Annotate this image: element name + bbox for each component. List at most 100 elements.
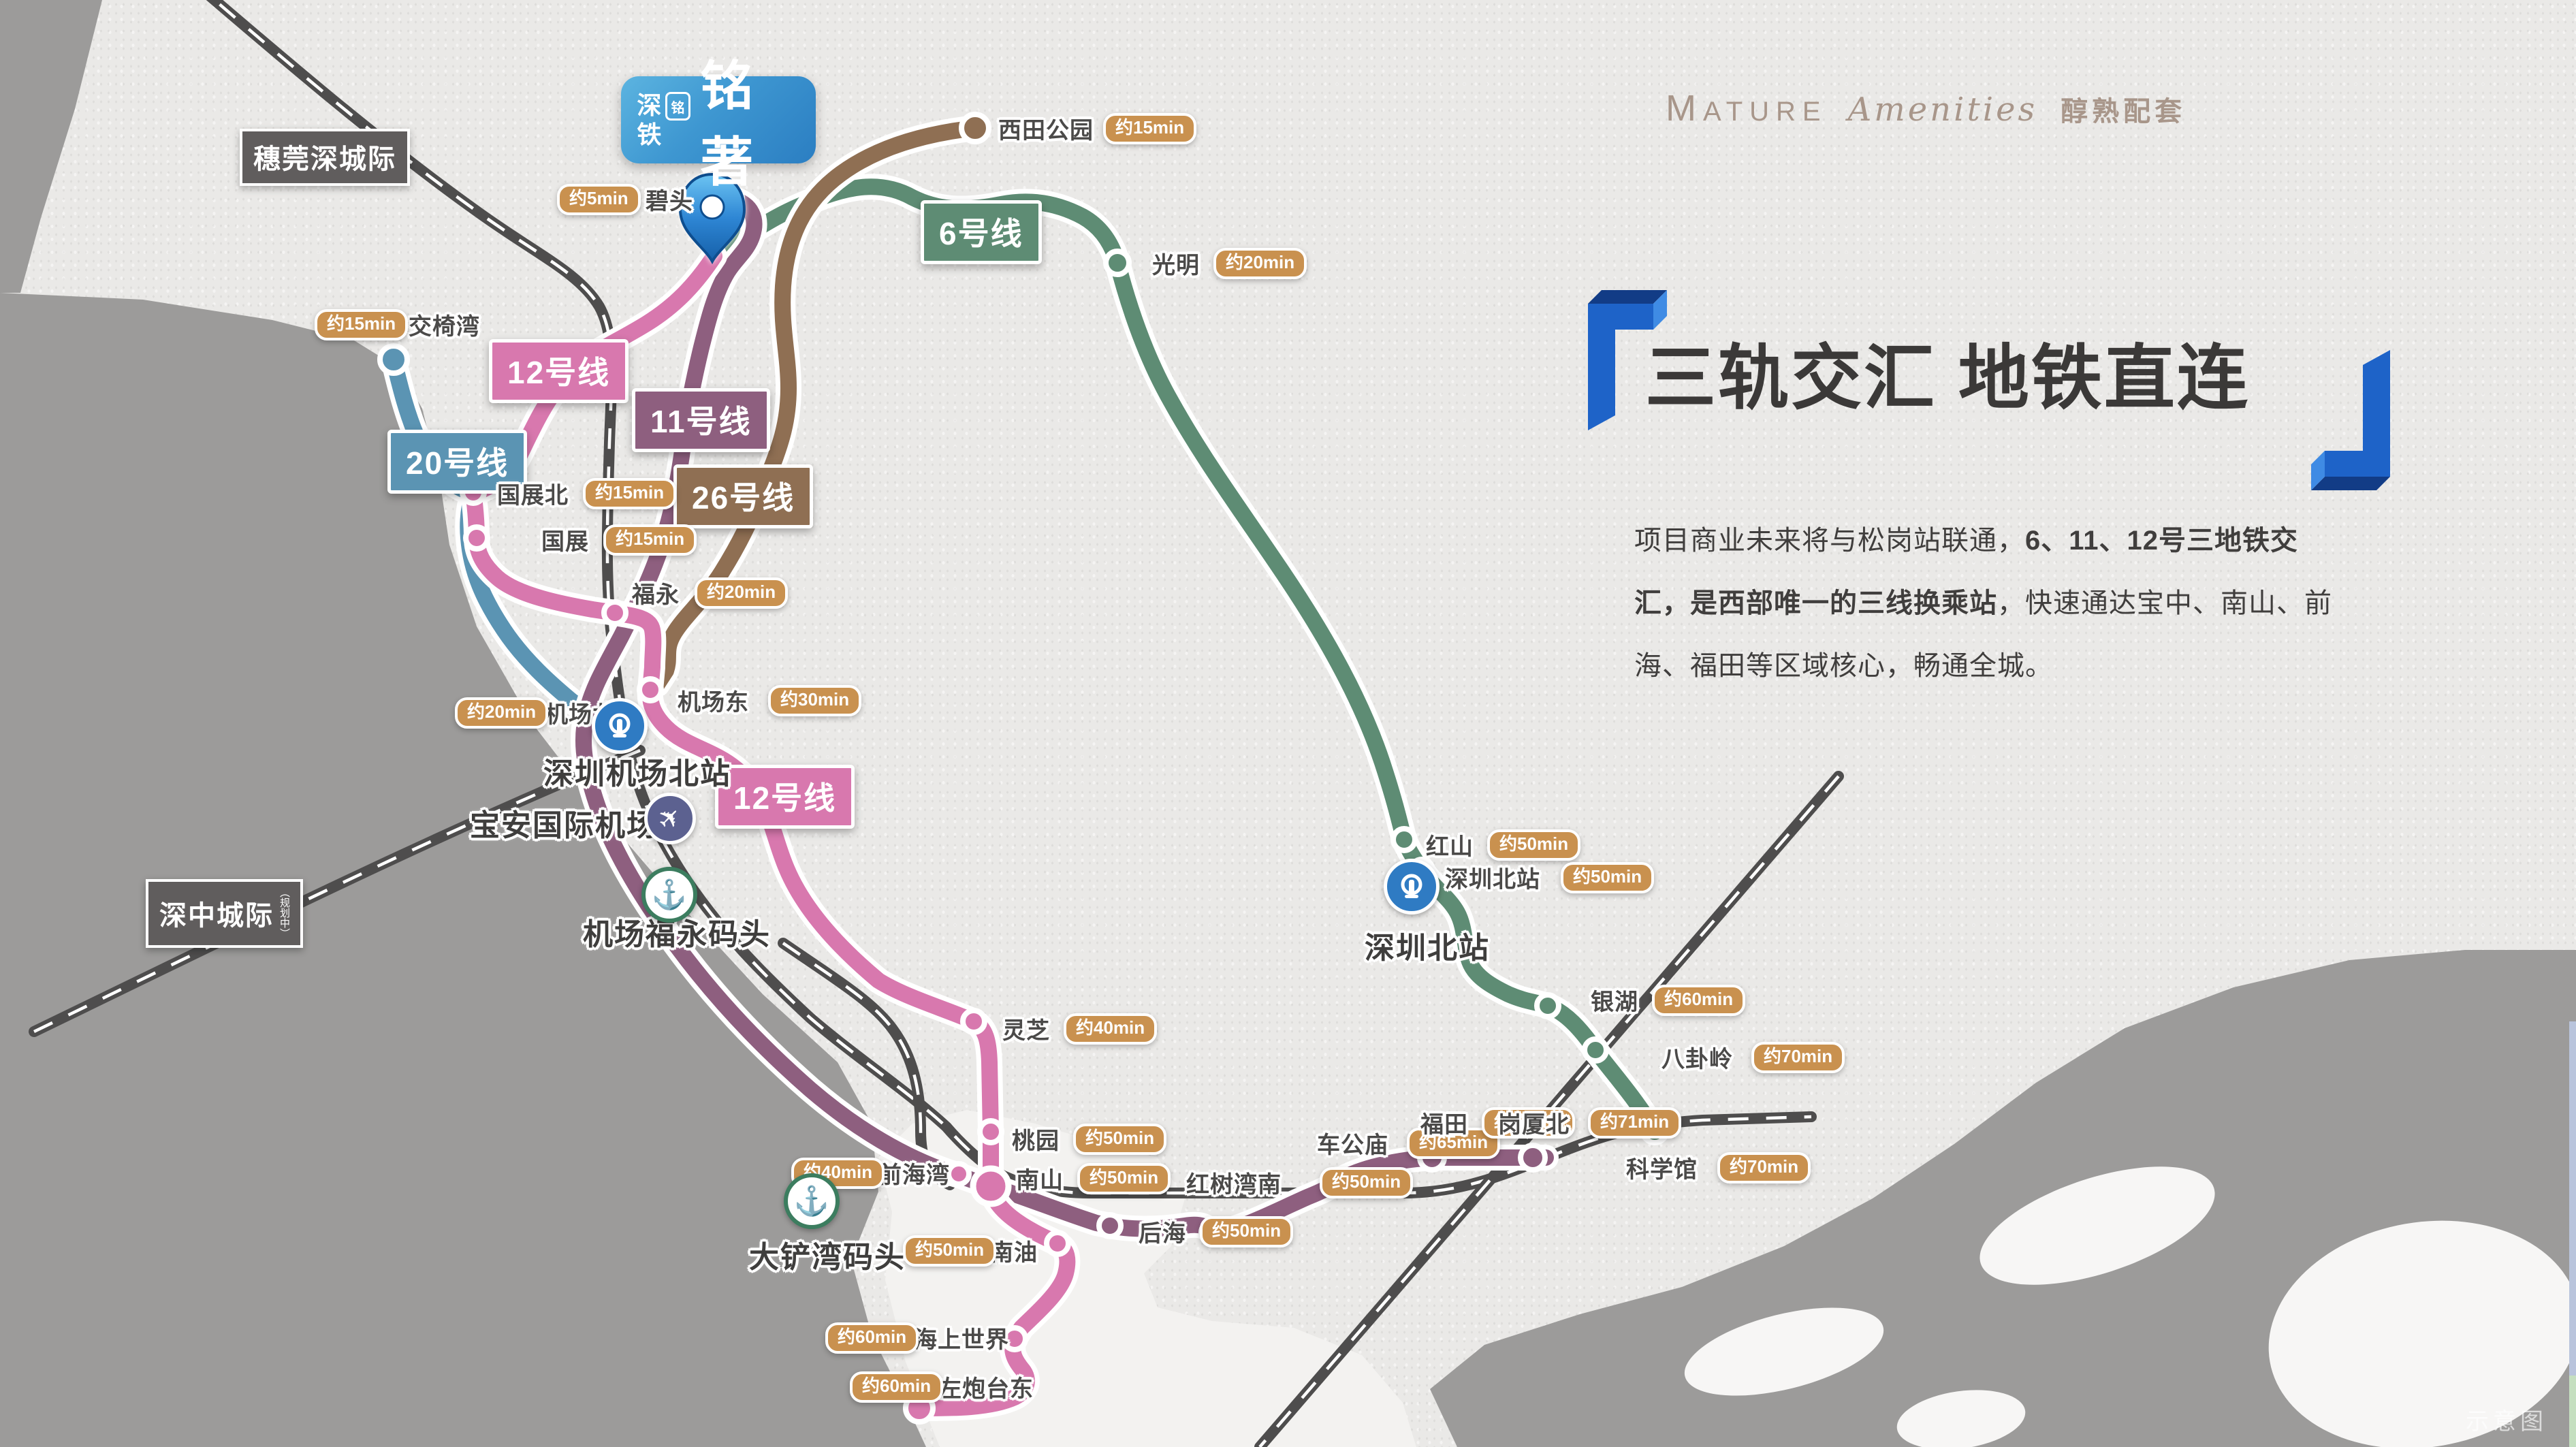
station-label: 国展北	[497, 483, 569, 509]
page-title: 三轨交汇 地铁直连	[1645, 339, 2250, 418]
time-badge: 约50min	[1561, 862, 1655, 893]
station-dot	[1096, 1212, 1124, 1239]
rail-box-text: 穗莞深城际	[253, 144, 396, 174]
paragraph-segment-2: ，快速通达宝中、南山、前海、福田等区域核心，畅通全城。	[1634, 588, 2332, 681]
time-badge: 约15min	[315, 309, 409, 340]
station-label: 交椅湾	[409, 314, 480, 340]
time-badge: 约60min	[825, 1322, 919, 1354]
station-dot	[959, 112, 991, 144]
time-badge: 约70min	[1751, 1042, 1845, 1073]
time-badge: 约50min	[1487, 829, 1581, 861]
time-badge: 约50min	[1200, 1216, 1294, 1247]
time-badge: 约15min	[1103, 113, 1197, 144]
time-badge: 约50min	[1077, 1163, 1171, 1194]
station-label: 深圳北站	[1445, 867, 1540, 893]
intercity-rail-label: 深中城际 （规划中）	[146, 879, 303, 948]
station-dot	[601, 599, 629, 626]
rail-box-text: 深中城际	[159, 900, 274, 931]
time-badge: 约30min	[768, 685, 862, 716]
station-dot	[960, 1008, 987, 1035]
station-label: 灵芝	[1002, 1018, 1050, 1044]
time-badge: 约60min	[850, 1371, 944, 1403]
header-english: MATURE	[1666, 88, 1828, 129]
time-badge: 约60min	[1652, 985, 1746, 1016]
station-label: 西田公园	[998, 118, 1094, 144]
watermark: 示意图	[2466, 1409, 2547, 1435]
header-chinese: 醇熟配套	[2061, 97, 2187, 127]
station-label: 南山	[1016, 1168, 1064, 1194]
station-dot	[1001, 1325, 1028, 1352]
rail-box-suffix: （规划中）	[279, 887, 290, 938]
station-dot	[1582, 1036, 1609, 1064]
line-badge: 11号线	[632, 388, 770, 452]
time-badge: 约15min	[603, 524, 697, 556]
time-badge: 约71min	[1588, 1107, 1682, 1139]
project-location-pin	[678, 172, 746, 265]
right-edge-strip-green	[2569, 1376, 2576, 1447]
time-badge: 约20min	[695, 577, 789, 609]
line-badge: 20号线	[387, 430, 528, 494]
station-label: 机场东	[678, 690, 749, 716]
poi-label: 大铲湾码头	[749, 1241, 906, 1274]
station-label: 银湖	[1591, 989, 1638, 1015]
station-label: 南油	[990, 1240, 1038, 1266]
poi-label: 宝安国际机场	[470, 809, 658, 842]
station-label: 八卦岭	[1661, 1047, 1733, 1072]
poi-label: 深圳机场北站	[543, 757, 731, 791]
line-badge: 12号线	[489, 339, 629, 403]
anchor-icon: ⚓	[641, 867, 697, 923]
bracket-bottom-right-icon	[2311, 350, 2390, 490]
time-badge: 约70min	[1717, 1152, 1811, 1183]
shenzhong-intercity-dashes	[33, 748, 641, 1034]
station-dot	[637, 676, 664, 703]
airplane-icon: ✈	[644, 793, 696, 844]
time-badge: 约50min	[1320, 1167, 1414, 1198]
station-dot	[1390, 826, 1418, 853]
logo-brand: 深铁	[637, 91, 662, 148]
time-badge: 约40min	[1064, 1013, 1158, 1045]
station-dot	[977, 1118, 1004, 1145]
bracket-top-left-icon	[1588, 290, 1667, 430]
station-dot	[377, 343, 410, 376]
poi-label: 深圳北站	[1365, 932, 1490, 965]
time-badge: 约20min	[455, 697, 549, 729]
anchor-icon: ⚓	[784, 1173, 840, 1229]
station-dot	[946, 1161, 972, 1187]
project-logo: 深铁 铭 铭著	[621, 56, 816, 192]
line-badge: 12号线	[715, 765, 855, 829]
station-dot	[1044, 1230, 1071, 1257]
intercity-rail-label: 穗莞深城际	[240, 129, 410, 186]
station-dot	[463, 524, 490, 552]
station-dot	[1534, 992, 1561, 1019]
station-label: 碧头	[646, 189, 693, 214]
railway-icon	[1384, 859, 1440, 915]
station-label: 科学馆	[1626, 1157, 1698, 1183]
right-edge-strip-blue	[2569, 1021, 2576, 1376]
time-badge: 约20min	[1213, 248, 1307, 279]
station-label: 车公庙	[1317, 1132, 1388, 1158]
station-label: 前海湾	[878, 1162, 950, 1188]
header-script: Amenities	[1847, 91, 2038, 129]
location-pin-icon	[678, 172, 746, 265]
line-badge: 26号线	[673, 464, 814, 528]
poi-label: 机场福永码头	[583, 918, 771, 951]
paragraph-segment-0: 项目商业未来将与松岗站联通，	[1634, 526, 2025, 556]
time-badge: 约65min	[1407, 1128, 1501, 1159]
time-badge: 约50min	[903, 1235, 997, 1267]
paragraph-segment-1: 6、11、12号三地铁交汇，是西部唯一的三线换乘站	[1634, 526, 2299, 618]
station-label: 海上世界	[914, 1327, 1009, 1353]
section-header: MATURE Amenities 醇熟配套	[1666, 87, 2319, 129]
time-badge: 约40min	[791, 1158, 885, 1189]
station-label: 桃园	[1012, 1128, 1060, 1154]
station-label: 光明	[1152, 253, 1200, 279]
station-label: 红树湾南	[1186, 1172, 1282, 1198]
station-label: 福永	[632, 582, 680, 608]
time-badge: 约50min	[1073, 1124, 1167, 1155]
station-dot	[1518, 1143, 1548, 1173]
station-label: 后海	[1139, 1221, 1186, 1247]
station-label: 红山	[1426, 834, 1474, 860]
time-badge: 约69min	[1482, 1107, 1576, 1139]
east-expressway-dashes	[1258, 775, 1840, 1447]
